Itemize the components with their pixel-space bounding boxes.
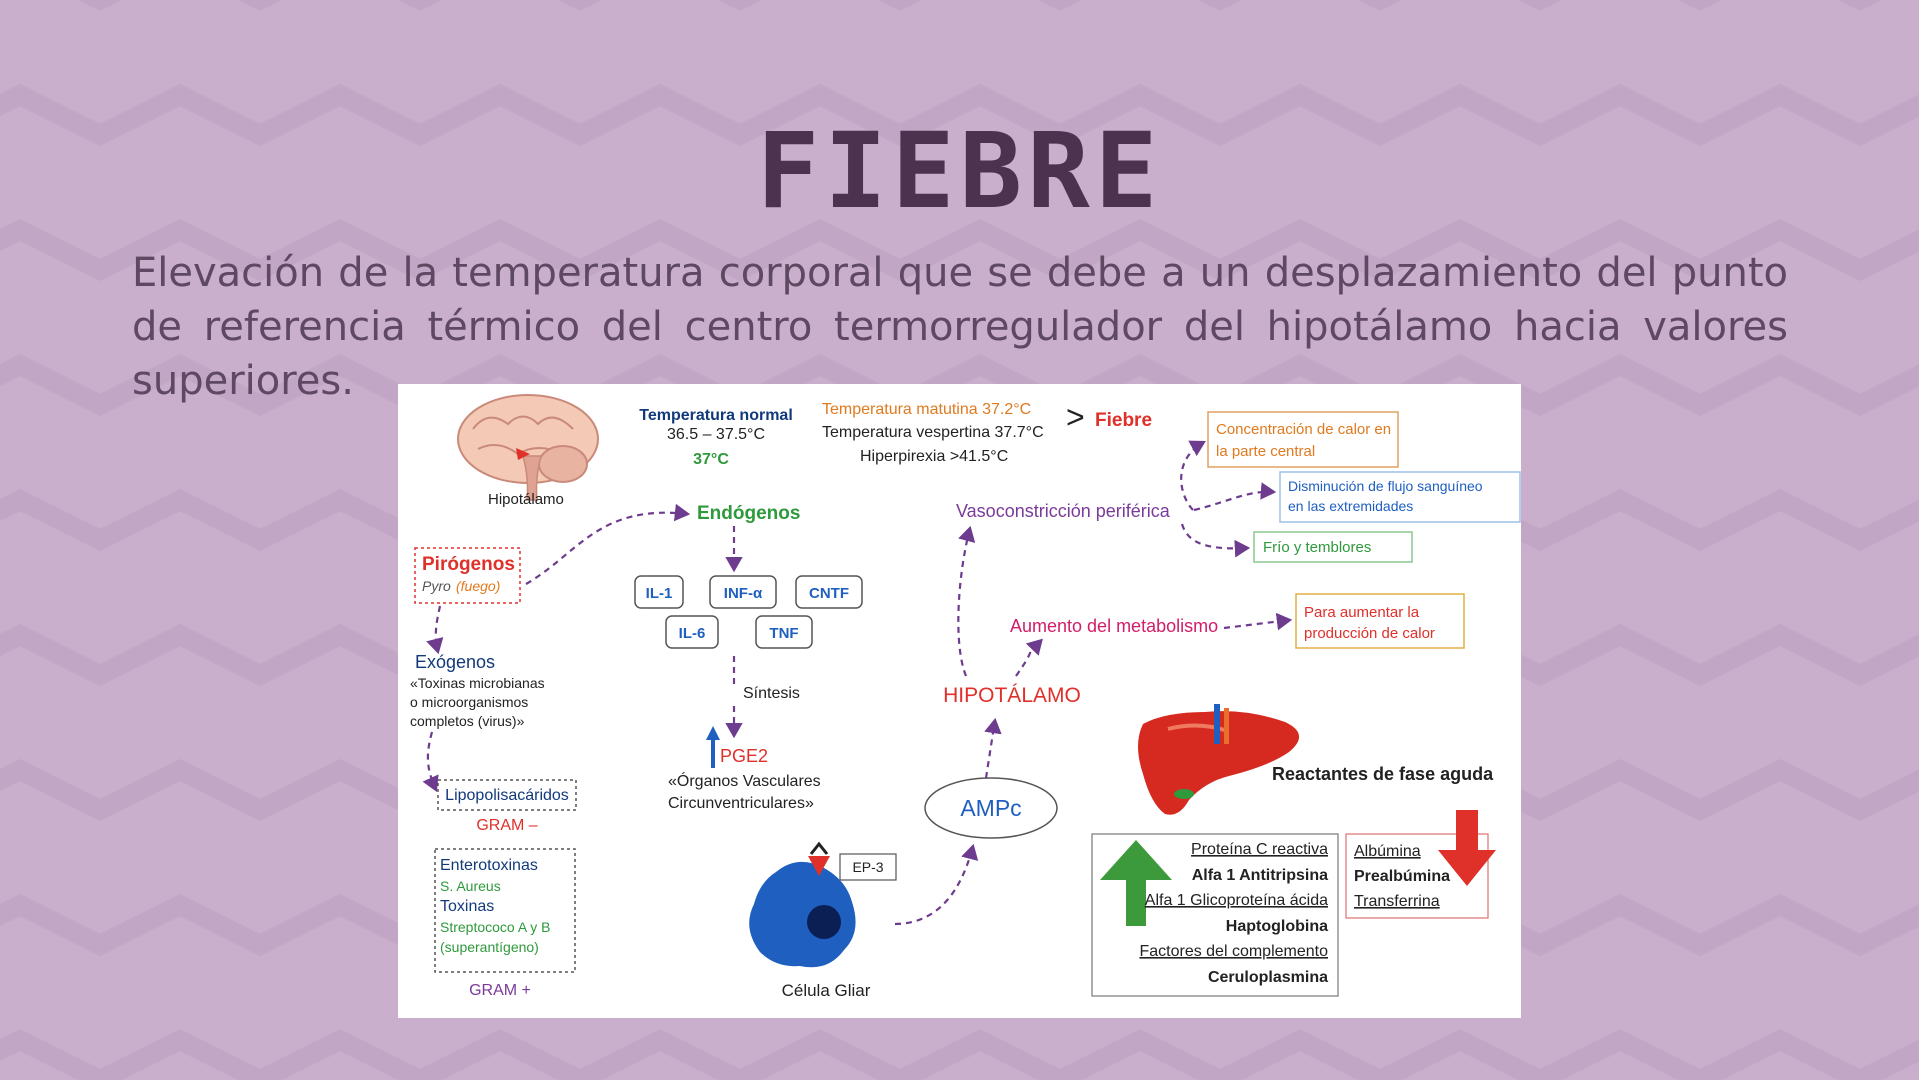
cytokine-cntf: CNTF	[795, 575, 863, 609]
reactantes-label: Reactantes de fase aguda	[1272, 764, 1494, 784]
svg-text:TNF: TNF	[769, 625, 798, 642]
zigzag-line	[0, 83, 1919, 147]
superantigeno-label: (superantígeno)	[440, 939, 539, 955]
temp-normal-title: Temperatura normal	[639, 407, 793, 424]
ampc-ellipse	[924, 777, 1058, 839]
temp-normal-value: 37°C	[693, 451, 729, 468]
up-item-5: Factores del complemento	[1139, 943, 1328, 960]
liver-icon	[1138, 704, 1300, 815]
ep3-label: EP-3	[852, 859, 883, 875]
pirogenos-title: Pirógenos	[422, 554, 515, 575]
exogenos-title: Exógenos	[415, 652, 495, 672]
diagram-canvas: Hipotálamo Temperatura normal 36.5 – 37.…	[410, 394, 1521, 1000]
disminucion-box	[1279, 471, 1521, 523]
green-up-arrow-icon	[1100, 840, 1172, 926]
zigzag-line	[0, 1028, 1919, 1080]
pge2-label: PGE2	[720, 746, 768, 766]
para-aumentar-line2: producción de calor	[1304, 625, 1435, 642]
exogenos-line3: completos (virus)»	[410, 713, 525, 729]
lipo-box	[437, 779, 577, 811]
cytokine-il1: IL-1	[634, 575, 684, 609]
connector-arrows	[422, 440, 1293, 926]
temp-hiperpirexia: Hiperpirexia >41.5°C	[860, 448, 1008, 465]
streptococo-label: Streptococo A y B	[440, 919, 551, 935]
vasoconstriccion-label: Vasoconstricción periférica	[956, 501, 1171, 521]
enterotoxinas-title: Enterotoxinas	[440, 857, 538, 874]
fiebre-label: Fiebre	[1095, 410, 1152, 431]
gram-negative-label: GRAM –	[476, 817, 537, 834]
cytokine-inf-alpha: INF-α	[709, 575, 777, 609]
up-item-6: Ceruloplasmina	[1208, 969, 1328, 986]
ep3-receptor-icon	[808, 856, 830, 876]
lipo-label: Lipopolisacáridos	[445, 787, 569, 804]
organos-line1: «Órganos Vasculares	[668, 771, 821, 790]
pirogenos-pyro: Pyro	[422, 578, 451, 594]
up-arrow-head-icon	[706, 726, 720, 740]
para-aumentar-box	[1295, 593, 1465, 649]
hipotalamo-center-label: HIPOTÁLAMO	[943, 684, 1081, 707]
exogenos-line2: o microorganismos	[410, 694, 528, 710]
fever-diagram: Hipotálamo Temperatura normal 36.5 – 37.…	[398, 384, 1521, 1018]
down-item-1: Albúmina	[1354, 843, 1421, 860]
ampc-label: AMPc	[960, 795, 1021, 821]
down-item-2: Prealbúmina	[1354, 868, 1450, 885]
celula-gliar-label: Célula Gliar	[782, 981, 871, 1000]
aumento-metabolismo-label: Aumento del metabolismo	[1010, 616, 1218, 636]
greater-than-sign: >	[1066, 399, 1085, 435]
cytokine-il6: IL-6	[665, 615, 719, 649]
slide-title: FIEBRE	[756, 110, 1163, 232]
up-item-4: Haptoglobina	[1226, 918, 1328, 935]
svg-text:IL-6: IL-6	[679, 625, 706, 642]
cytokine-tnf: TNF	[755, 615, 813, 649]
concentracion-line1: Concentración de calor en	[1216, 421, 1391, 438]
zigzag-line	[0, 353, 1919, 417]
enterotoxinas-box	[434, 848, 576, 973]
ep3-box	[839, 853, 897, 881]
glial-cell-icon	[749, 861, 856, 968]
toxinas-label: Toxinas	[440, 898, 494, 915]
frio-label: Frío y temblores	[1263, 539, 1371, 556]
red-down-arrow-icon	[1438, 810, 1496, 886]
pirogenos-fuego: (fuego)	[456, 578, 500, 594]
up-item-2: Alfa 1 Antitripsina	[1192, 867, 1328, 884]
brain-icon	[457, 394, 599, 501]
svg-text:CNTF: CNTF	[809, 585, 849, 602]
svg-text:IL-1: IL-1	[646, 585, 673, 602]
para-aumentar-line1: Para aumentar la	[1304, 604, 1420, 621]
hipotalamo-label: Hipotálamo	[488, 491, 564, 508]
s-aureus-label: S. Aureus	[440, 878, 501, 894]
pirogenos-box	[414, 547, 521, 604]
up-item-3: Alfa 1 Glicoproteína ácida	[1145, 892, 1328, 909]
down-item-3: Transferrina	[1354, 893, 1440, 910]
gram-positive-label: GRAM +	[469, 982, 531, 999]
endogenos-label: Endógenos	[697, 503, 800, 524]
disminucion-line1: Disminución de flujo sanguíneo	[1288, 478, 1483, 494]
temp-normal-range: 36.5 – 37.5°C	[667, 426, 765, 443]
sintesis-label: Síntesis	[743, 685, 800, 702]
slide-subtitle: Elevación de la temperatura corporal que…	[132, 250, 1788, 404]
zigzag-line	[0, 218, 1919, 282]
concentracion-line2: la parte central	[1216, 443, 1315, 460]
disminucion-line2: en las extremidades	[1288, 498, 1413, 514]
up-item-1: Proteína C reactiva	[1191, 841, 1328, 858]
temp-matutina: Temperatura matutina 37.2°C	[822, 401, 1031, 418]
svg-text:INF-α: INF-α	[724, 585, 763, 602]
concentracion-box	[1207, 411, 1399, 468]
glial-cell-nucleus-icon	[807, 905, 841, 939]
temp-vespertina: Temperatura vespertina 37.7°C	[822, 424, 1044, 441]
frio-box	[1253, 531, 1413, 563]
exogenos-line1: «Toxinas microbianas	[410, 675, 545, 691]
organos-line2: Circunventriculares»	[668, 795, 814, 812]
